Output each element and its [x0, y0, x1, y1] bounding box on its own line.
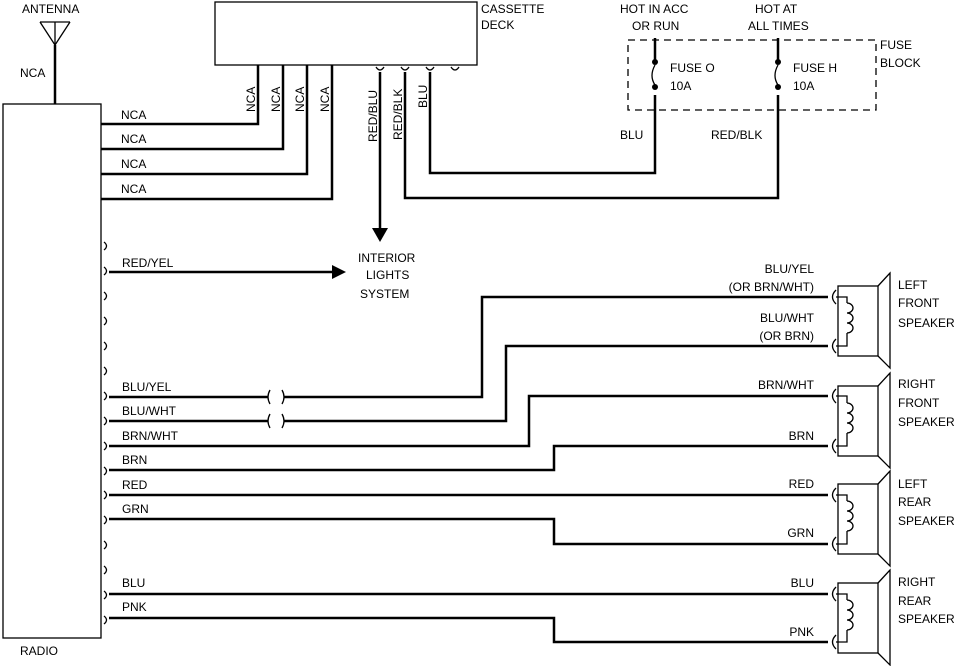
deck-wire-red-blu: RED/BLU	[366, 90, 380, 142]
cassette-label-line1: CASSETTE	[481, 2, 544, 16]
fuse-feed-blu-label: BLU	[620, 128, 643, 142]
speaker-wires	[109, 295, 828, 644]
rr-neg-wire: PNK	[789, 625, 814, 639]
fuse-o-name: FUSE O	[670, 61, 715, 75]
fuse-block	[627, 39, 877, 111]
interior-lights-line2: LIGHTS	[366, 268, 409, 282]
cassette-label-line2: DECK	[481, 18, 514, 32]
radio-wire-grn: GRN	[122, 502, 149, 516]
rf-speaker-label-2: FRONT	[898, 396, 940, 410]
fuse-feed-redblk-label: RED/BLK	[711, 128, 762, 142]
radio-wire-blu-wht: BLU/WHT	[122, 404, 177, 418]
hot-all-line2: ALL TIMES	[748, 19, 809, 33]
rf-pos-wire: BRN/WHT	[758, 378, 815, 392]
deck-wire-nca-4: NCA	[318, 87, 332, 112]
interior-lights-line3: SYSTEM	[360, 287, 409, 301]
rr-speaker-label-1: RIGHT	[898, 575, 936, 589]
hot-acc-line1: HOT IN ACC	[620, 2, 689, 16]
nca-wires	[101, 65, 334, 201]
rr-pos-wire: BLU	[791, 576, 814, 590]
lf-speaker-label-2: FRONT	[898, 296, 940, 310]
rf-neg-wire: BRN	[789, 429, 814, 443]
radio-wire-red-yel: RED/YEL	[122, 256, 174, 270]
interior-lights-line1: INTERIOR	[358, 251, 416, 265]
deck-connector-pins	[375, 66, 460, 71]
lf-pos-wire-line2: (OR BRN/WHT)	[729, 280, 814, 294]
radio-wire-nca-2: NCA	[121, 132, 146, 146]
radio-wire-brn-wht: BRN/WHT	[122, 429, 179, 443]
left-front-speaker	[831, 271, 891, 370]
fuse-h-rating: 10A	[793, 79, 814, 93]
fuse-h	[774, 38, 781, 90]
fuse-block-label-line2: BLOCK	[880, 56, 921, 70]
deck-wire-blu: BLU	[416, 85, 430, 108]
lr-speaker-label-2: REAR	[898, 495, 932, 509]
antenna-label: ANTENNA	[22, 2, 79, 16]
lr-speaker-label-3: SPEAKER	[898, 514, 955, 528]
radio-wire-pnk: PNK	[122, 600, 147, 614]
left-rear-speaker	[831, 469, 891, 568]
lr-neg-wire: GRN	[787, 526, 814, 540]
antenna	[39, 21, 71, 104]
lf-pos-wire-line1: BLU/YEL	[765, 262, 815, 276]
lf-speaker-label-3: SPEAKER	[898, 316, 955, 330]
fuse-o	[651, 38, 658, 90]
right-front-speaker	[831, 371, 891, 470]
rr-speaker-label-3: SPEAKER	[898, 612, 955, 626]
rr-speaker-label-2: REAR	[898, 594, 932, 608]
right-rear-speaker	[831, 568, 891, 666]
radio-wire-nca-1: NCA	[121, 108, 146, 122]
down-arrow-icon	[372, 228, 388, 242]
radio-wire-nca-3: NCA	[121, 157, 146, 171]
blu-feed-wire	[428, 72, 657, 175]
hot-all-line1: HOT AT	[755, 2, 798, 16]
radio-connector-pins	[103, 241, 108, 625]
deck-wire-nca-2: NCA	[269, 87, 283, 112]
radio-label: RADIO	[20, 644, 58, 658]
radio-wire-red: RED	[122, 478, 148, 492]
cassette-deck	[214, 1, 478, 66]
deck-wire-nca-3: NCA	[293, 87, 307, 112]
rf-speaker-label-1: RIGHT	[898, 377, 936, 391]
radio-unit	[2, 103, 102, 639]
fuse-h-name: FUSE H	[793, 61, 837, 75]
fuse-o-rating: 10A	[670, 79, 691, 93]
lf-neg-wire-line2: (OR BRN)	[759, 329, 814, 343]
antenna-wire-label: NCA	[20, 66, 45, 80]
lr-pos-wire: RED	[789, 477, 815, 491]
radio-wire-blu-yel: BLU/YEL	[122, 380, 172, 394]
deck-wire-nca-1: NCA	[244, 87, 258, 112]
radio-wire-nca-4: NCA	[121, 182, 146, 196]
red-blk-feed-wire	[403, 72, 780, 200]
hot-acc-line2: OR RUN	[632, 19, 679, 33]
lf-neg-wire-line1: BLU/WHT	[760, 311, 815, 325]
lf-speaker-label-1: LEFT	[898, 278, 928, 292]
lr-speaker-label-1: LEFT	[898, 477, 928, 491]
right-arrow-icon	[332, 265, 346, 279]
radio-wire-blu: BLU	[122, 576, 145, 590]
rf-speaker-label-3: SPEAKER	[898, 415, 955, 429]
fuse-block-label-line1: FUSE	[880, 38, 912, 52]
deck-wire-red-blk: RED/BLK	[391, 89, 405, 140]
radio-wire-brn: BRN	[122, 453, 147, 467]
